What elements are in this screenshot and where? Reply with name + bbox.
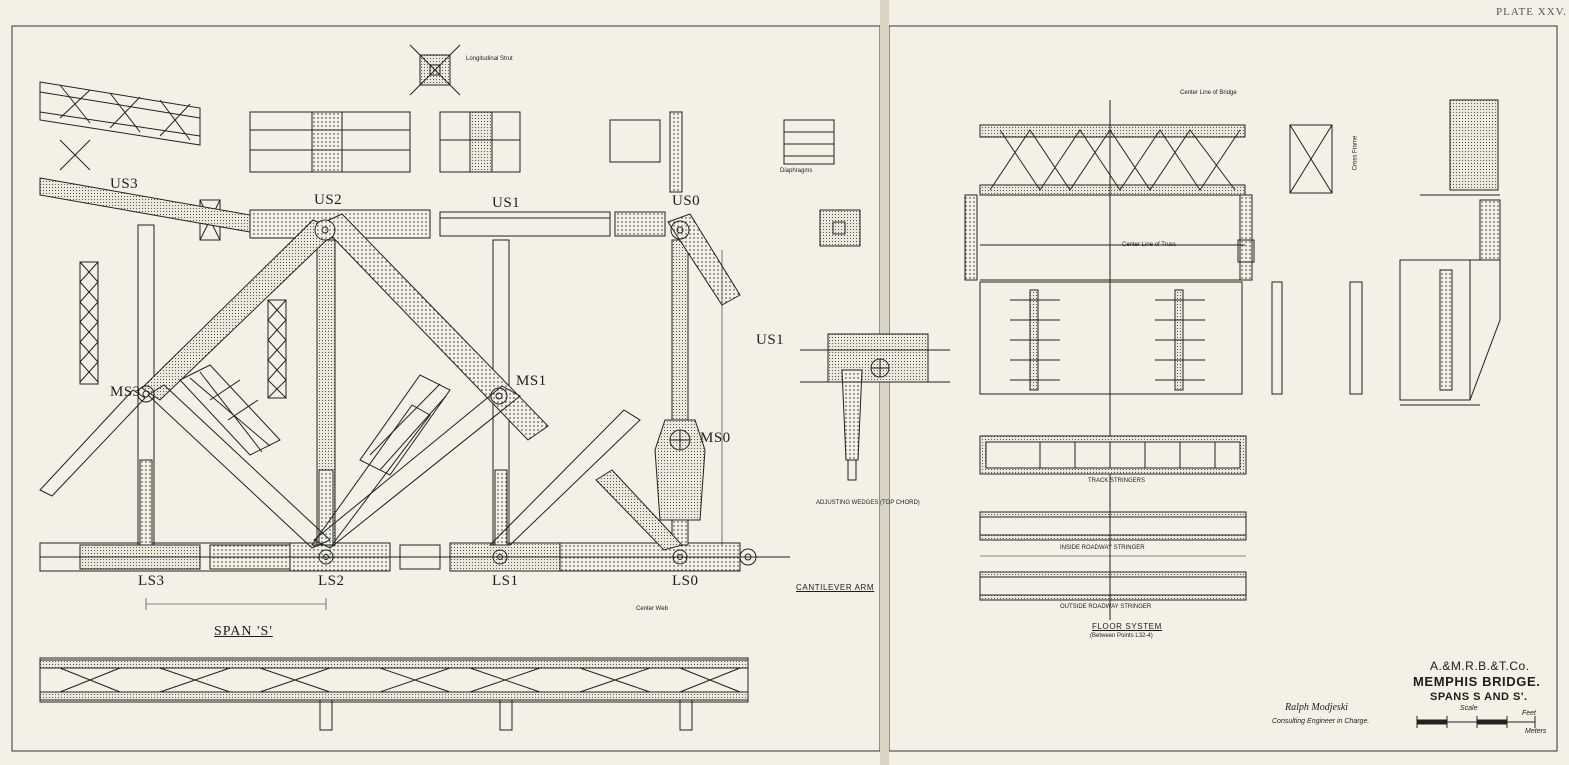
node-label-ms1: MS1: [516, 373, 547, 389]
cross-frame-caption: Cross Frame: [1352, 135, 1359, 171]
stringer-elevations: [979, 435, 1247, 601]
center-line-truss-caption: Center Line of Truss: [1122, 242, 1177, 248]
top-lateral-detail: [39, 81, 251, 233]
track-stringers-caption: TRACK STRINGERS: [1088, 478, 1146, 484]
longitudinal-strut-caption: Longitudinal Strut: [466, 56, 513, 62]
bridge-name: MEMPHIS BRIDGE.: [1413, 674, 1541, 689]
adjusting-wedges-caption: ADJUSTING WEDGES (TOP CHORD): [816, 500, 920, 506]
company-name: A.&M.R.B.&T.Co.: [1430, 659, 1530, 673]
center-line-bridge-caption: Center Line of Bridge: [1180, 90, 1237, 96]
right-end-section: [1399, 99, 1501, 406]
node-label-us1: US1: [492, 195, 521, 211]
floor-system-caption: FLOOR SYSTEM: [1092, 622, 1162, 631]
inside-roadway-stringer-caption: INSIDE ROADWAY STRINGER: [1060, 545, 1145, 551]
plate-number: PLATE XXV.: [1496, 6, 1567, 18]
longitudinal-strut-detail: [409, 44, 461, 96]
node-label-ls3: LS3: [138, 573, 165, 589]
node-label-us2: US2: [314, 192, 343, 208]
node-label-us3: US3: [110, 176, 139, 192]
node-label-ls2: LS2: [318, 573, 345, 589]
node-label-ms0: MS0: [700, 430, 731, 446]
center-web-caption: Center Web: [636, 606, 668, 612]
node-label-ls1: LS1: [492, 573, 519, 589]
span-s-caption: SPAN 'S': [214, 624, 273, 639]
bottom-lateral-plan: [39, 657, 749, 731]
engineer-title: Consulting Engineer in Charge.: [1272, 718, 1370, 725]
node-label-us0: US0: [672, 193, 701, 209]
outside-roadway-stringer-caption: OUTSIDE ROADWAY STRINGER: [1060, 604, 1152, 610]
node-label-ls0: LS0: [672, 573, 699, 589]
lattice-column-details: [79, 261, 287, 399]
meters-label: Meters: [1525, 728, 1547, 735]
diaphragms-caption: Diaphragms: [780, 168, 813, 174]
cross-section-truss: [964, 124, 1333, 281]
node-label-ms3: MS3: [110, 384, 141, 400]
chord-splice-details: [249, 111, 861, 247]
spans-title: SPANS S AND S'.: [1430, 691, 1528, 703]
scale-bar: [1416, 716, 1536, 728]
floor-system-subcaption: (Between Points L32-4): [1090, 633, 1153, 639]
scale-label: Scale: [1460, 705, 1478, 712]
adjusting-wedges-detail: [800, 333, 950, 481]
node-label-us1-detail: US1: [756, 332, 785, 348]
dimension-lines: [145, 250, 723, 610]
cantilever-arm-caption: CANTILEVER ARM: [796, 583, 875, 592]
feet-label: Feet: [1522, 710, 1537, 717]
engineer-signature: Ralph Modjeski: [1285, 702, 1349, 713]
